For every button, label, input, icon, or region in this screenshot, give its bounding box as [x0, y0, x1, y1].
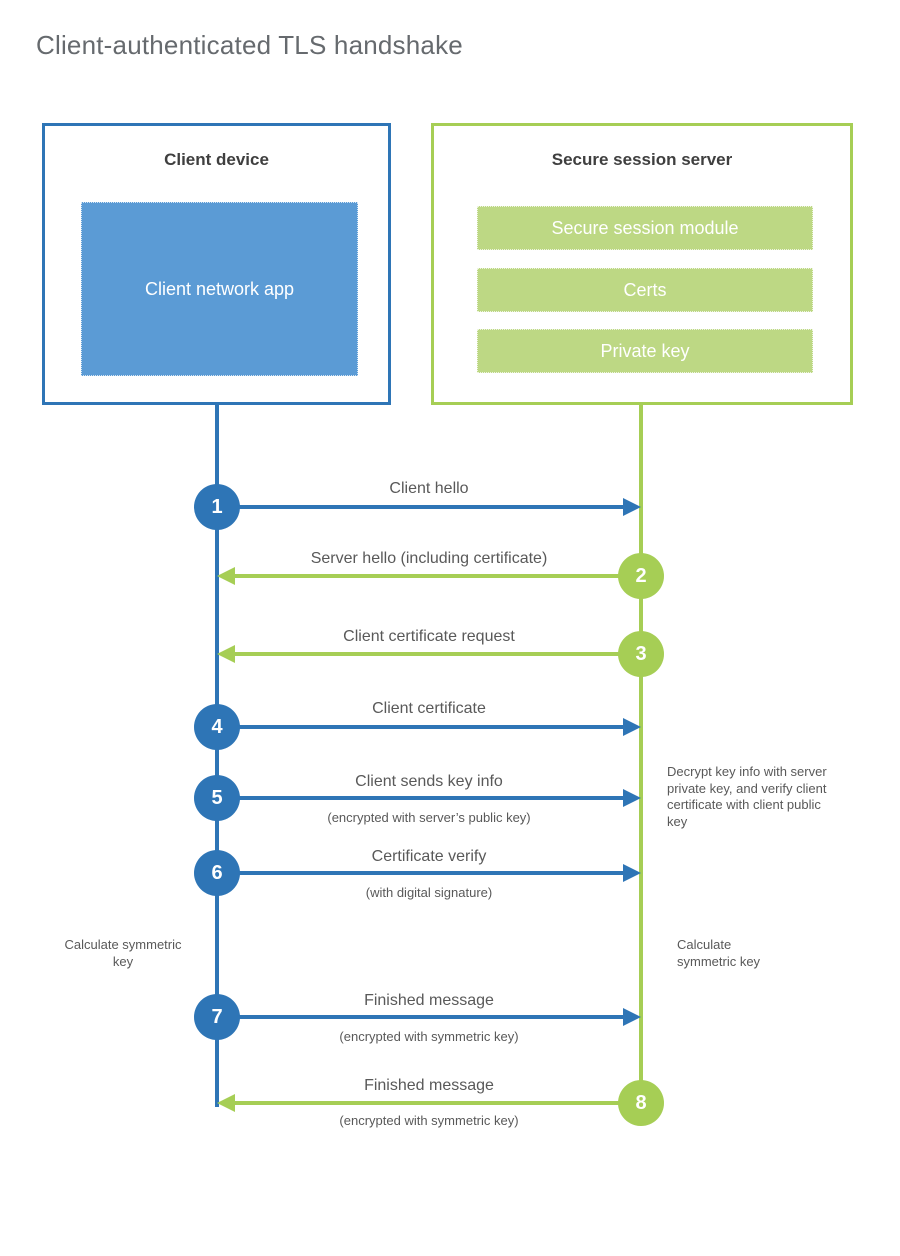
server-title: Secure session server: [551, 150, 733, 169]
message-label: Client certificate: [372, 700, 486, 717]
message-label: Client certificate request: [343, 628, 515, 645]
arrow-right-icon: [623, 789, 641, 807]
step-badge: 1: [194, 484, 240, 530]
message-arrow: [235, 1101, 641, 1105]
step-badge: 2: [618, 553, 664, 599]
arrow-right-icon: [623, 864, 641, 882]
arrow-left-icon: [217, 1094, 235, 1112]
arrow-right-icon: [623, 1008, 641, 1026]
message-label: Certificate verify: [371, 848, 487, 865]
message-sublabel: (encrypted with symmetric key): [339, 1029, 519, 1044]
message-sublabel: (encrypted with server’s public key): [327, 810, 531, 825]
step-badge: 3: [618, 631, 664, 677]
arrow-right-icon: [623, 498, 641, 516]
message-label: Finished message: [364, 992, 494, 1009]
message-arrow: [217, 505, 623, 509]
step-badge: 6: [194, 850, 240, 896]
decrypt-note: Decrypt key info with server private key…: [667, 764, 827, 829]
server-module-certs: Certs: [477, 268, 813, 312]
step-badge: 7: [194, 994, 240, 1040]
client-device-box: Client device Client network app: [42, 123, 391, 405]
message-label: Client sends key info: [355, 773, 503, 790]
message-label: Client hello: [389, 480, 469, 497]
message-sublabel: (with digital signature): [365, 885, 493, 900]
message-arrow: [217, 725, 623, 729]
server-box: Secure session server Secure session mod…: [431, 123, 853, 405]
client-device-title: Client device: [164, 150, 269, 169]
message-sublabel: (encrypted with symmetric key): [339, 1113, 519, 1128]
message-arrow: [235, 574, 641, 578]
server-module-private-key: Private key: [477, 329, 813, 373]
page-title: Client-authenticated TLS handshake: [36, 30, 463, 60]
message-arrow: [217, 796, 623, 800]
client-network-app-node: Client network app: [81, 202, 358, 376]
step-badge: 8: [618, 1080, 664, 1126]
server-lifeline: [639, 405, 643, 1105]
client-lifeline: [215, 405, 219, 1107]
arrow-right-icon: [623, 718, 641, 736]
message-arrow: [217, 1015, 623, 1019]
arrow-left-icon: [217, 645, 235, 663]
message-arrow: [235, 652, 641, 656]
step-badge: 4: [194, 704, 240, 750]
message-label: Finished message: [364, 1077, 494, 1094]
message-label: Server hello (including certificate): [310, 550, 548, 567]
calc-symmetric-key-right-note: Calculate symmetric key: [677, 937, 761, 969]
arrow-left-icon: [217, 567, 235, 585]
message-arrow: [217, 871, 623, 875]
step-badge: 5: [194, 775, 240, 821]
server-module-secure-session: Secure session module: [477, 206, 813, 250]
calc-symmetric-key-left-note: Calculate symmetric key: [64, 937, 182, 969]
